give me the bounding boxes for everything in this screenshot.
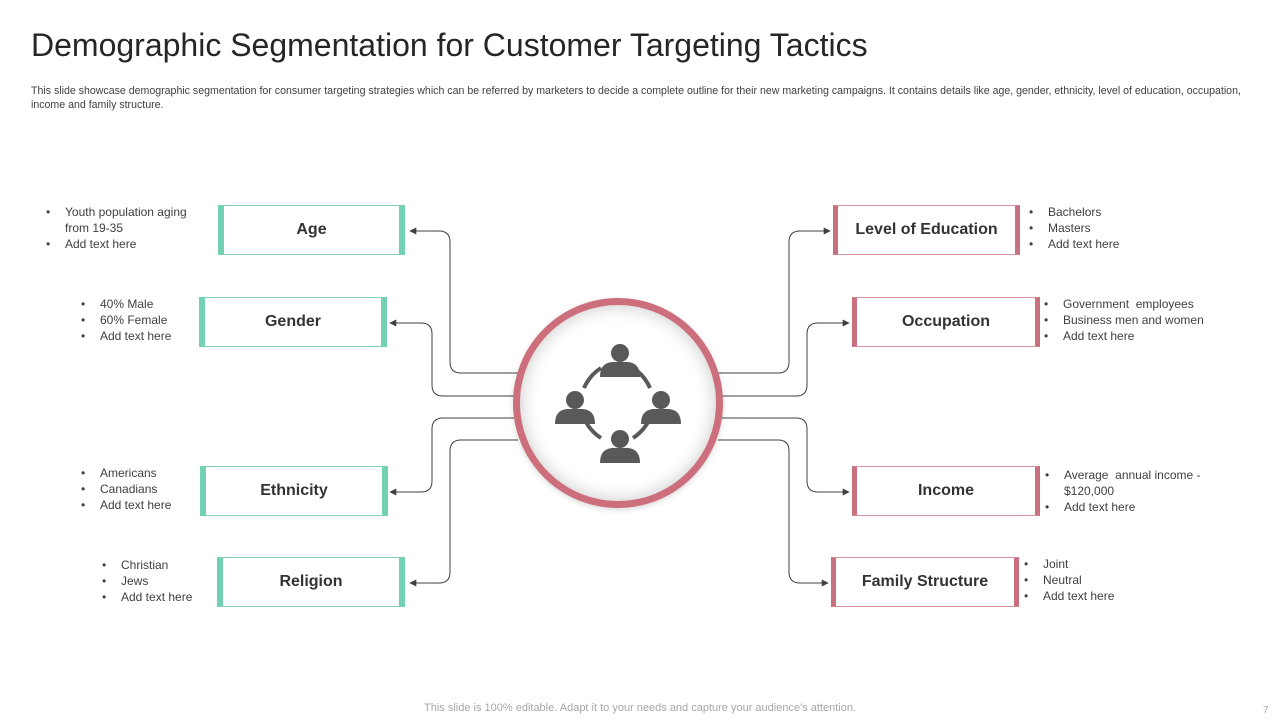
bullet-item: Bachelors [1029,204,1209,220]
religion-bullets: Christian Jews Add text here [102,557,214,605]
connector-religion [409,439,518,587]
page-number: 7 [1263,705,1269,716]
central-hub [513,298,723,508]
connector-age [409,227,518,374]
segment-age: Age [218,205,405,255]
connector-gender [389,319,515,397]
segment-label: Family Structure [861,573,989,590]
slide-title: Demographic Segmentation for Customer Ta… [31,27,868,63]
people-network-icon [555,344,681,463]
bullet-item: Joint [1024,556,1184,572]
bullet-item: Business men and women [1044,312,1244,328]
bullet-item: Canadians [81,481,196,497]
segment-label: Religion [279,573,343,590]
bullet-item: Add text here [102,589,214,605]
ethnicity-bullets: Americans Canadians Add text here [81,465,196,513]
segment-label: Occupation [901,313,990,330]
bullet-item: Neutral [1024,572,1184,588]
gender-bullets: 40% Male 60% Female Add text here [81,296,196,344]
footer-note: This slide is 100% editable. Adapt it to… [424,702,856,714]
bullet-item: Jews [102,573,214,589]
segment-occupation: Occupation [852,297,1040,347]
segment-label: Income [917,482,974,499]
bullet-item: Add text here [1029,236,1209,252]
bullet-item: Add text here [46,236,211,252]
connector-occupation [721,319,850,397]
connector-ethnicity [389,417,515,496]
segment-family-structure: Family Structure [831,557,1019,607]
segment-label: Level of Education [855,221,998,238]
bullet-item: Youth population aging from 19-35 [46,204,211,236]
segment-label: Ethnicity [260,482,328,499]
bullet-item: Add text here [1045,499,1215,515]
segment-gender: Gender [199,297,387,347]
income-bullets: Average annual income - $120,000 Add tex… [1045,467,1215,515]
segment-level-of-education: Level of Education [833,205,1020,255]
segment-ethnicity: Ethnicity [200,466,388,516]
connector-education [718,227,831,374]
bullet-item: Christian [102,557,214,573]
bullet-item: Add text here [81,328,196,344]
connector-family [718,439,829,587]
family-bullets: Joint Neutral Add text here [1024,556,1184,604]
bullet-item: Add text here [1044,328,1244,344]
age-bullets: Youth population aging from 19-35 Add te… [46,204,211,252]
slide-description: This slide showcase demographic segmenta… [31,85,1241,111]
bullet-item: Americans [81,465,196,481]
bullet-item: Masters [1029,220,1209,236]
connector-income [721,417,850,496]
occupation-bullets: Government employees Business men and wo… [1044,296,1244,344]
bullet-item: Government employees [1044,296,1244,312]
segment-income: Income [852,466,1040,516]
segment-label: Age [296,221,327,238]
bullet-item: 60% Female [81,312,196,328]
bullet-item: 40% Male [81,296,196,312]
bullet-item: Add text here [1024,588,1184,604]
bullet-item: Add text here [81,497,196,513]
education-bullets: Bachelors Masters Add text here [1029,204,1209,252]
segment-religion: Religion [217,557,405,607]
bullet-item: Average annual income - $120,000 [1045,467,1215,499]
segment-label: Gender [264,313,321,330]
